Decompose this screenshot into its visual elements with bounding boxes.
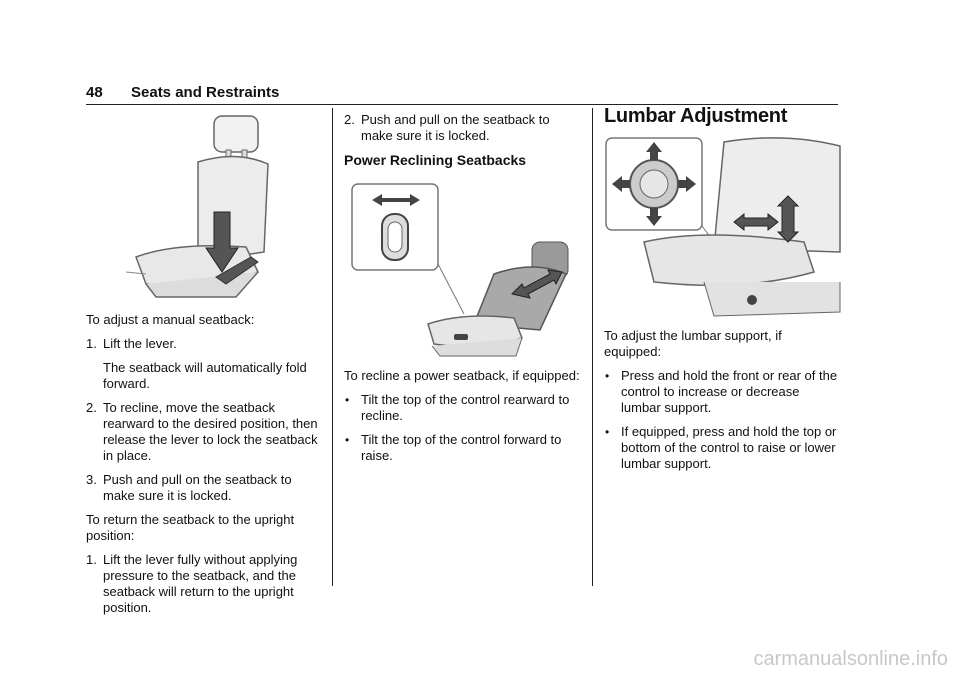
column-2: 2.Push and pull on the seatback to make … <box>344 112 582 472</box>
column-1: To adjust a manual seatback: 1.Lift the … <box>86 112 324 624</box>
power-bullet-1: •Tilt the top of the control rearward to… <box>345 392 570 423</box>
page-number: 48 <box>86 84 103 101</box>
lumbar-bullet-2: •If equipped, press and hold the top or … <box>605 424 837 471</box>
manual-seat-illustration <box>125 115 269 298</box>
step-1: 1.Lift the lever. <box>86 336 177 351</box>
power-intro: To recline a power seatback, if equipped… <box>344 368 580 383</box>
section-title: Seats and Restraints <box>131 84 280 101</box>
column-divider-2 <box>592 108 593 586</box>
continued-step-2: 2.Push and pull on the seatback to make … <box>344 112 550 143</box>
page-header: 48 Seats and Restraints <box>86 84 838 105</box>
manual-intro: To adjust a manual seatback: <box>86 312 255 327</box>
lumbar-heading: Lumbar Adjustment <box>604 105 788 127</box>
return-intro: To return the seatback to the upright po… <box>86 512 295 543</box>
lumbar-bullet-1: •Press and hold the front or rear of the… <box>605 368 838 415</box>
watermark: carmanualsonline.info <box>753 648 948 670</box>
return-step-1: 1.Lift the lever fully without applying … <box>86 552 298 615</box>
power-bullet-2: •Tilt the top of the control forward to … <box>345 432 562 463</box>
column-3: Lumbar Adjustment To adjust the lumbar s… <box>604 106 842 480</box>
step-2: 2.To recline, move the seatback rearward… <box>86 400 318 463</box>
lumbar-illustration <box>605 137 841 317</box>
power-recline-illustration <box>351 183 569 357</box>
power-reclining-heading: Power Reclining Seatbacks <box>344 152 527 168</box>
lumbar-intro: To adjust the lumbar support, if equippe… <box>604 328 782 359</box>
step-3: 3.Push and pull on the seatback to make … <box>86 472 292 503</box>
column-divider-1 <box>332 108 333 586</box>
step-1-sub: The seatback will automatically fold for… <box>103 360 307 391</box>
